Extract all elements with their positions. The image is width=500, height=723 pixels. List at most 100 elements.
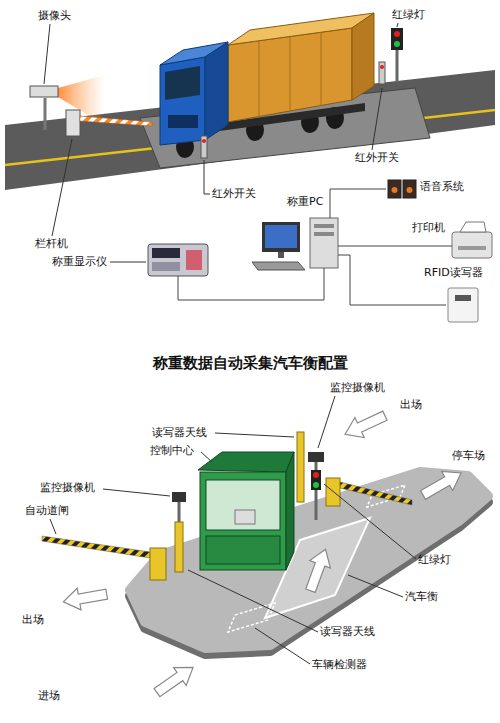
truck [165,66,200,100]
weighing-pc [252,218,338,270]
callout-label: 停车场 [452,450,485,463]
callout-label: 监控摄像机 [40,482,95,495]
wire [338,246,452,247]
truck [352,13,374,100]
auto-barrier [42,536,150,558]
truck [168,115,198,128]
callout-label: 监控摄像机 [330,382,385,395]
truck [259,41,260,117]
callout-label: 红绿灯 [418,554,451,567]
direction-arrow [300,546,336,595]
leader-line [397,23,398,27]
leader-line [110,262,146,263]
wire [178,189,452,305]
voice-speaker [407,187,413,193]
rfid-reader [448,288,478,322]
printer [458,246,486,250]
weighing-display [148,244,208,276]
monitor-camera [308,452,324,462]
weighing-pc [278,252,284,258]
weighing-pc [314,224,334,228]
monitor-camera [172,492,186,502]
callout-label: 车辆检测器 [312,659,367,672]
truck [160,13,374,158]
weighing-pc [310,218,338,268]
callout-label: 红外开关 [355,152,399,165]
weighing-display [186,250,202,270]
auto-barrier [42,478,412,580]
wire [330,189,386,218]
control-booth [235,510,255,524]
lane-island [130,472,488,648]
callout-label: RFID读写器 [424,267,483,280]
wire [178,268,324,300]
leader-line [348,575,403,597]
weighing-pc [262,222,300,252]
monitor-camera [178,502,181,522]
leader-line [204,160,210,194]
traffic-light [311,470,321,490]
diagram-title: 称重数据自动采集汽车衡配置 [153,354,348,372]
callout-label: 出场 [22,614,44,627]
control-booth [206,536,280,564]
weighing-pc [314,232,334,236]
leader-line [44,24,50,84]
barrier-gate [66,110,80,136]
printer [460,222,486,232]
traffic-light [311,470,321,490]
printer [452,222,492,258]
direction-arrow [417,463,466,504]
control-booth [286,452,294,570]
leader-line [201,452,212,462]
callout-label: 语音系统 [420,181,464,194]
truck [290,37,291,112]
camera [44,98,47,130]
leader-line [324,484,416,559]
callout-label: 称重显示仪 [52,256,107,269]
reader-antenna [297,432,304,502]
control-booth [200,472,286,570]
leader-line [50,396,416,664]
barrier-gate [66,110,152,136]
leader-line [44,23,398,262]
callout-label: 打印机 [412,222,445,235]
infrared-switch [379,62,385,84]
callout-label: 进场 [38,690,60,703]
traffic-light [396,45,399,82]
callout-label: 自动道闸 [25,505,69,518]
control-booth [206,480,280,530]
leader-line [103,489,170,496]
direction-arrow [151,658,200,701]
voice-speaker [392,187,398,193]
voice-speaker [388,180,401,198]
vehicle-detector-loop [228,603,275,632]
infrared-switch [380,65,384,69]
callout-label: 出场 [400,399,422,412]
weighing-display [152,248,180,258]
barrier-gate [80,116,152,126]
traffic-light [391,28,403,50]
weighing-pc [265,225,297,248]
callout-label: 栏杆机 [35,238,68,251]
wire [338,255,446,305]
truck [321,32,322,106]
leader-line [255,628,310,664]
infrared-switch [201,136,207,158]
callout-label: 红外开关 [212,188,256,201]
callout-label: 汽车衡 [405,591,438,604]
callout-label: 称重PC [287,196,323,209]
callout-label: 读写器天线 [320,626,375,639]
callout-label: 控制中心 [150,445,194,458]
truck [160,57,205,145]
callout-label: 摄像头 [38,10,71,23]
direction-arrow [340,406,389,445]
callout-label: 读写器天线 [152,427,207,440]
reader-antenna [175,432,304,572]
callout-label: 红绿灯 [392,9,425,22]
leader-line [372,88,382,150]
camera [30,86,58,97]
leader-line [215,433,294,437]
auto-barrier [150,548,166,580]
traffic-light [394,41,400,47]
